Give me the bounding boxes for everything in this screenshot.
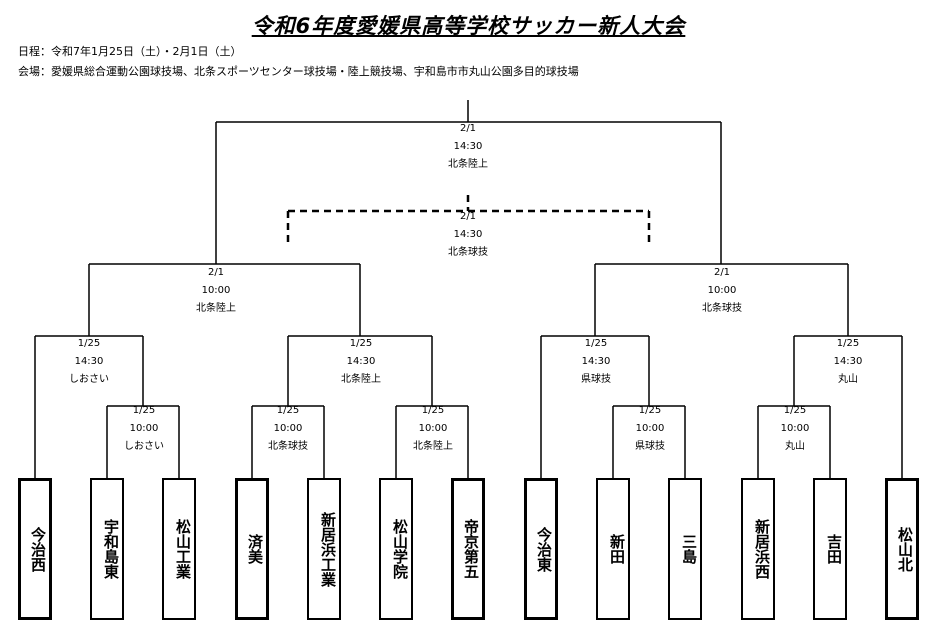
match-venue: 北条陸上: [341, 374, 381, 385]
team-name: 今治東: [535, 526, 553, 572]
team-box: 新居浜西: [741, 478, 775, 620]
match-info: 1/25 10:00 北条陸上: [373, 402, 493, 456]
match-info: 1/25 10:00 北条球技: [228, 402, 348, 456]
match-time: 10:00: [418, 423, 448, 434]
team-name: 新田: [608, 534, 626, 564]
match-date: 1/25: [783, 405, 807, 416]
team-box: 松山学院: [379, 478, 413, 620]
match-time: 14:30: [453, 141, 483, 152]
team-name: 松山北: [896, 526, 914, 572]
team-box: 新居浜工業: [307, 478, 341, 620]
match-date: 1/25: [276, 405, 300, 416]
match-date: 1/25: [638, 405, 662, 416]
match-venue: 丸山: [785, 441, 805, 452]
match-date: 2/1: [459, 211, 477, 222]
match-info: 2/1 14:30 北条球技: [408, 208, 528, 262]
team-box: 松山北: [885, 478, 919, 620]
team-box: 新田: [596, 478, 630, 620]
match-time: 14:30: [581, 356, 611, 367]
match-venue: 北条陸上: [413, 441, 453, 452]
match-info: 1/25 14:30 県球技: [536, 335, 656, 389]
page-title: 令和6年度愛媛県高等学校サッカー新人大会: [251, 14, 686, 38]
match-venue: しおさい: [124, 441, 164, 452]
team-name: 今治西: [29, 526, 47, 572]
team-name: 松山学院: [391, 519, 409, 579]
team-name: 新居浜工業: [319, 511, 337, 587]
team-box: 吉田: [813, 478, 847, 620]
match-date: 1/25: [421, 405, 445, 416]
match-time: 14:30: [453, 229, 483, 240]
match-date: 1/25: [584, 338, 608, 349]
match-info: 2/1 14:30 北条陸上: [408, 120, 528, 174]
match-time: 10:00: [780, 423, 810, 434]
match-venue: 北条球技: [268, 441, 308, 452]
team-name: 吉田: [825, 534, 843, 564]
team-name: 宇和島東: [102, 519, 120, 579]
team-name: 済美: [246, 534, 264, 564]
match-info: 2/1 10:00 北条陸上: [156, 264, 276, 318]
team-box: 松山工業: [162, 478, 196, 620]
match-venue: しおさい: [69, 374, 109, 385]
match-time: 10:00: [129, 423, 159, 434]
match-date: 1/25: [77, 338, 101, 349]
match-time: 14:30: [346, 356, 376, 367]
team-box: 三島: [668, 478, 702, 620]
team-box: 済美: [235, 478, 269, 620]
team-box: 今治西: [18, 478, 52, 620]
team-name: 松山工業: [174, 519, 192, 579]
match-info: 1/25 10:00 県球技: [590, 402, 710, 456]
team-name: 帝京第五: [462, 519, 480, 579]
match-date: 1/25: [132, 405, 156, 416]
match-time: 14:30: [833, 356, 863, 367]
match-date: 2/1: [713, 267, 731, 278]
team-box: 帝京第五: [451, 478, 485, 620]
team-name: 新居浜西: [753, 519, 771, 579]
match-date: 2/1: [207, 267, 225, 278]
match-info: 1/25 14:30 丸山: [788, 335, 908, 389]
match-venue: 北条陸上: [196, 303, 236, 314]
match-info: 1/25 14:30 しおさい: [29, 335, 149, 389]
match-date: 1/25: [349, 338, 373, 349]
match-info: 1/25 10:00 丸山: [735, 402, 855, 456]
match-time: 10:00: [635, 423, 665, 434]
match-info: 1/25 10:00 しおさい: [84, 402, 204, 456]
match-time: 10:00: [273, 423, 303, 434]
team-box: 宇和島東: [90, 478, 124, 620]
match-time: 14:30: [74, 356, 104, 367]
match-info: 2/1 10:00 北条球技: [662, 264, 782, 318]
match-venue: 県球技: [581, 374, 611, 385]
match-date: 2/1: [459, 123, 477, 134]
match-venue: 丸山: [838, 374, 858, 385]
match-venue: 北条球技: [702, 303, 742, 314]
match-time: 10:00: [201, 285, 231, 296]
team-box: 今治東: [524, 478, 558, 620]
match-info: 1/25 14:30 北条陸上: [301, 335, 421, 389]
match-date: 1/25: [836, 338, 860, 349]
team-name: 三島: [680, 534, 698, 564]
match-venue: 北条球技: [448, 247, 488, 258]
match-venue: 県球技: [635, 441, 665, 452]
venues-text: 会場：愛媛県総合運動公園球技場、北条スポーツセンター球技場・陸上競技場、宇和島市…: [18, 65, 579, 78]
match-time: 10:00: [707, 285, 737, 296]
schedule-text: 日程：令和7年1月25日（土）・2月1日（土）: [18, 45, 242, 58]
match-venue: 北条陸上: [448, 159, 488, 170]
